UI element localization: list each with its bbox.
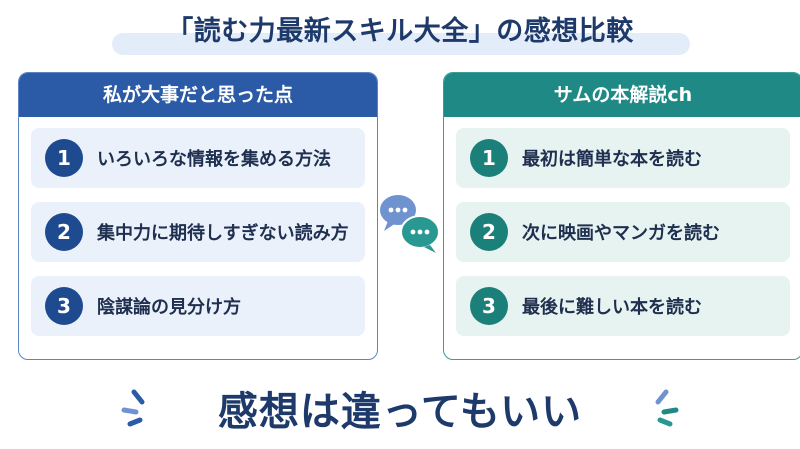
title-area: 「読む力最新スキル大全」の感想比較 [0, 0, 800, 66]
left-item-2-number: 2 [45, 213, 83, 251]
title-highlight [112, 33, 690, 55]
right-item-1-number: 1 [470, 139, 508, 177]
sparkle-lines-icon [655, 389, 679, 427]
left-item-2-text: 集中力に期待しすぎない読み方 [97, 223, 349, 244]
bottom-message: 感想は違ってもいい [217, 389, 583, 435]
right-item-3: 3 最後に難しい本を読む [456, 276, 790, 336]
left-item-2: 2 集中力に期待しすぎない読み方 [31, 202, 365, 262]
right-item-3-number: 3 [470, 287, 508, 325]
left-item-3: 3 陰謀論の見分け方 [31, 276, 365, 336]
left-panel: 私が大事だと思った点 1 いろいろな情報を集める方法 2 集中力に期待しすぎない… [18, 72, 378, 360]
left-panel-heading: 私が大事だと思った点 [19, 73, 377, 117]
right-item-2-text: 次に映画やマンガを読む [522, 223, 720, 244]
right-item-3-text: 最後に難しい本を読む [522, 297, 702, 318]
left-item-3-text: 陰謀論の見分け方 [97, 297, 241, 318]
right-panel: サムの本解説ch 1 最初は簡単な本を読む 2 次に映画やマンガを読む 3 最後… [443, 72, 800, 360]
right-item-1: 1 最初は簡単な本を読む [456, 128, 790, 188]
left-item-1-text: いろいろな情報を集める方法 [97, 149, 331, 170]
right-item-1-text: 最初は簡単な本を読む [522, 149, 702, 170]
left-item-1: 1 いろいろな情報を集める方法 [31, 128, 365, 188]
right-panel-heading: サムの本解説ch [444, 73, 800, 117]
right-item-2-number: 2 [470, 213, 508, 251]
right-item-2: 2 次に映画やマンガを読む [456, 202, 790, 262]
page-title: 「読む力最新スキル大全」の感想比較 [166, 16, 634, 47]
chat-bubbles-icon [378, 188, 442, 254]
left-item-3-number: 3 [45, 287, 83, 325]
sparkle-lines-icon [121, 389, 145, 427]
left-item-1-number: 1 [45, 139, 83, 177]
